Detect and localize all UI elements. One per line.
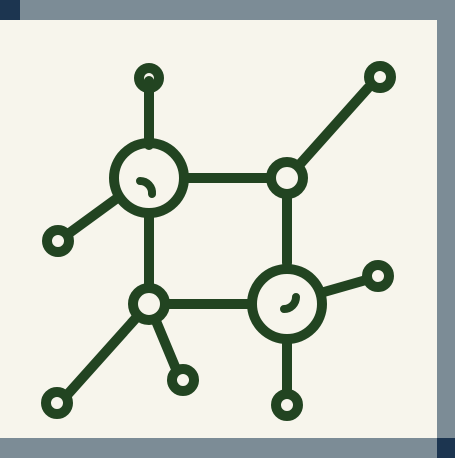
leaf-node: [362, 260, 394, 292]
junction-node: [128, 283, 170, 325]
corner-accent-bottom-right: [437, 438, 455, 458]
leaf-node: [134, 63, 164, 93]
edge: [151, 316, 181, 374]
hub-node: [109, 138, 189, 218]
edge: [296, 83, 373, 168]
edge: [63, 313, 141, 399]
leaf-node: [167, 364, 199, 396]
edge: [63, 194, 121, 239]
hub-highlight: [136, 176, 156, 198]
leaf-node: [42, 225, 74, 257]
leaf-node: [41, 387, 73, 419]
edge: [319, 275, 371, 297]
hub-node: [247, 264, 327, 344]
hub-highlight: [280, 293, 300, 313]
leaf-node: [271, 389, 303, 421]
leaf-node: [364, 61, 396, 93]
corner-accent-top-left: [0, 0, 20, 20]
junction-node: [266, 157, 308, 199]
